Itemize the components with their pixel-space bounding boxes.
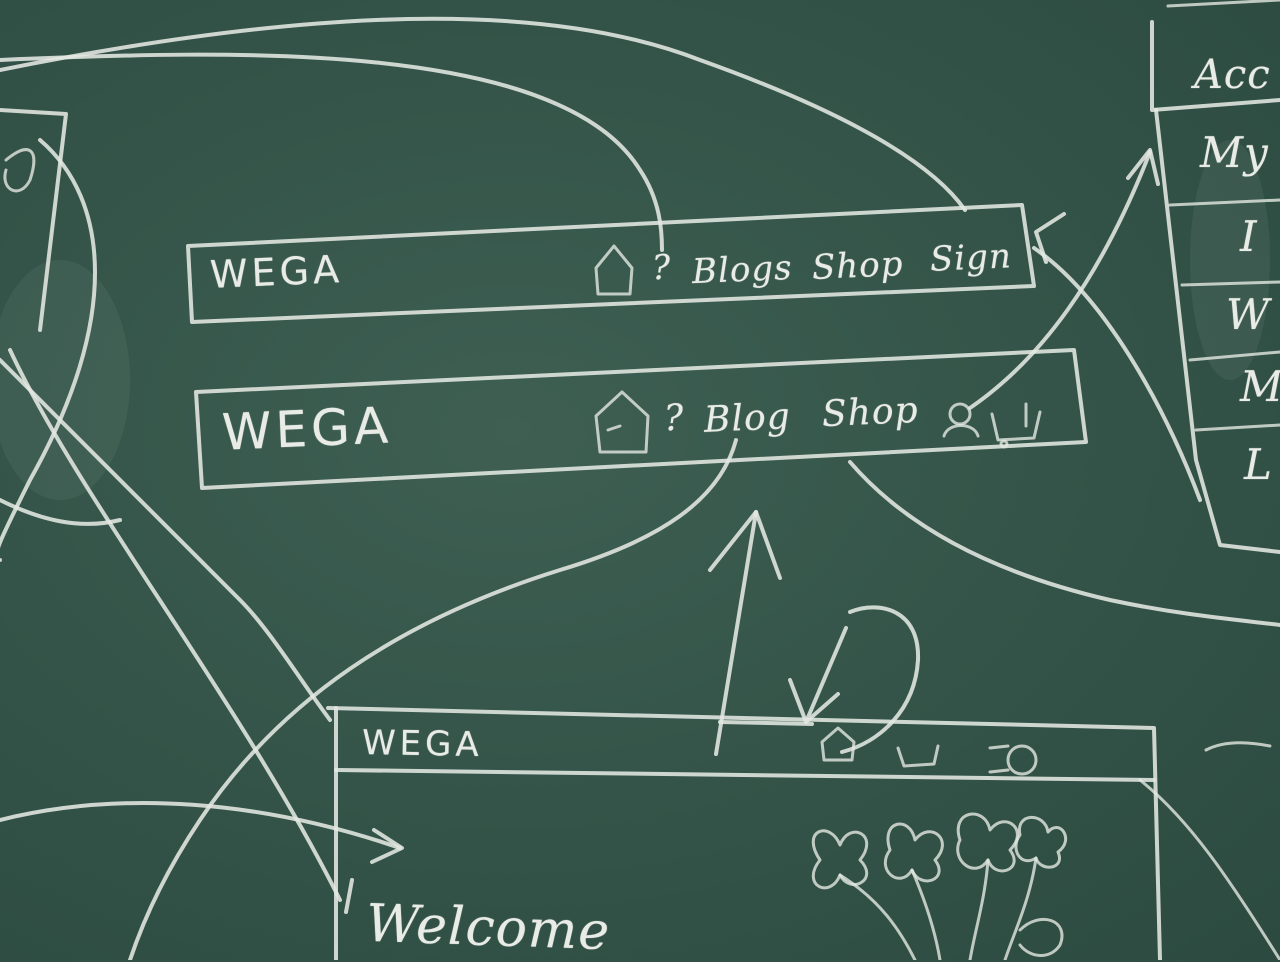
wireframe-1-sign-link: Sign [929,236,1013,280]
user-icon-body [942,424,980,438]
wireframe-1-blogs-link: Blogs [691,247,794,293]
account-panel-top-line [1166,0,1280,8]
account-panel-item: I [1240,212,1258,261]
connector-diagonal-long [8,348,342,902]
wireframe-3-page-outline [326,706,1162,960]
wireframe-3-logo: WEGA [361,722,484,766]
wireframe-1-help-link: ? [651,247,673,289]
right-edge-stroke [1204,741,1272,752]
user-icon [1006,744,1038,776]
cart-icon-wheel [999,439,1009,449]
user-icon-head [948,402,972,426]
connector-diagonal-left [0,358,332,722]
account-panel-item: My [1200,128,1269,177]
wireframe-3-header-divider [334,768,1156,782]
wireframe-1-header-box [186,203,1036,324]
wireframe-3-welcome: Welcome [365,893,612,962]
connector-arc-top [0,16,967,212]
leaf-icon [1018,917,1064,957]
wireframe-2-logo: WEGA [220,396,394,462]
account-panel-item: L [1244,440,1273,489]
connector-shop-sweep [848,460,1280,627]
home-icon [594,244,634,296]
account-panel-title: Acc [1194,52,1271,98]
sign-arrowhead [1034,212,1066,264]
account-panel-item: M [1240,362,1280,411]
flower-illustration [811,812,1068,960]
connector-blog-to-page [128,438,738,960]
arrow-base-line [718,720,814,726]
connector-arrow-to-welcome [0,801,402,850]
arrow-up-head [708,510,782,580]
account-panel-item: W [1226,290,1271,339]
cart-icon [896,744,940,768]
flower-icon [811,829,869,890]
loop-arrow [840,605,921,754]
home-icon [594,390,650,454]
account-panel-top [1150,20,1280,112]
connector-stroke-left [0,498,122,526]
wireframe-1-logo: WEGA [209,247,344,297]
account-panel-divider [1180,280,1280,287]
connector-arc-to-help [0,52,664,252]
flower-icon [1014,815,1068,869]
cart-icon [990,402,1042,442]
wireframe-1-shop-link: Shop [811,244,905,288]
connector-sign-to-panel [1032,246,1202,502]
user-icon-detail [988,744,1010,774]
account-panel-divider [1194,423,1280,432]
left-sketch-scribble [3,148,36,193]
right-lower-stroke [1138,778,1280,960]
arrowhead-welcome [370,828,404,864]
wireframe-2-header-box [194,348,1088,490]
connector-account-arrow [968,150,1152,410]
arrow-up-shaft [714,510,758,756]
flower-icon [883,822,944,883]
flower-stems [838,856,1038,960]
connector-arc-left [0,138,97,562]
account-panel-divider [1188,350,1280,362]
loop-arrowhead [788,626,848,724]
account-panel-divider [1168,198,1280,207]
wireframe-2-help-link: ? [663,397,686,440]
wireframe-2-shop-link: Shop [821,389,920,436]
account-arrowhead [1126,148,1160,186]
arrowhead-stub [344,878,354,914]
wireframe-2-blog-link: Blog [703,396,792,441]
left-partial-box [0,108,68,332]
flower-icon [956,812,1019,873]
account-panel-left-edge [1154,108,1280,554]
home-icon [820,726,856,762]
eraser-smudge [0,260,130,500]
